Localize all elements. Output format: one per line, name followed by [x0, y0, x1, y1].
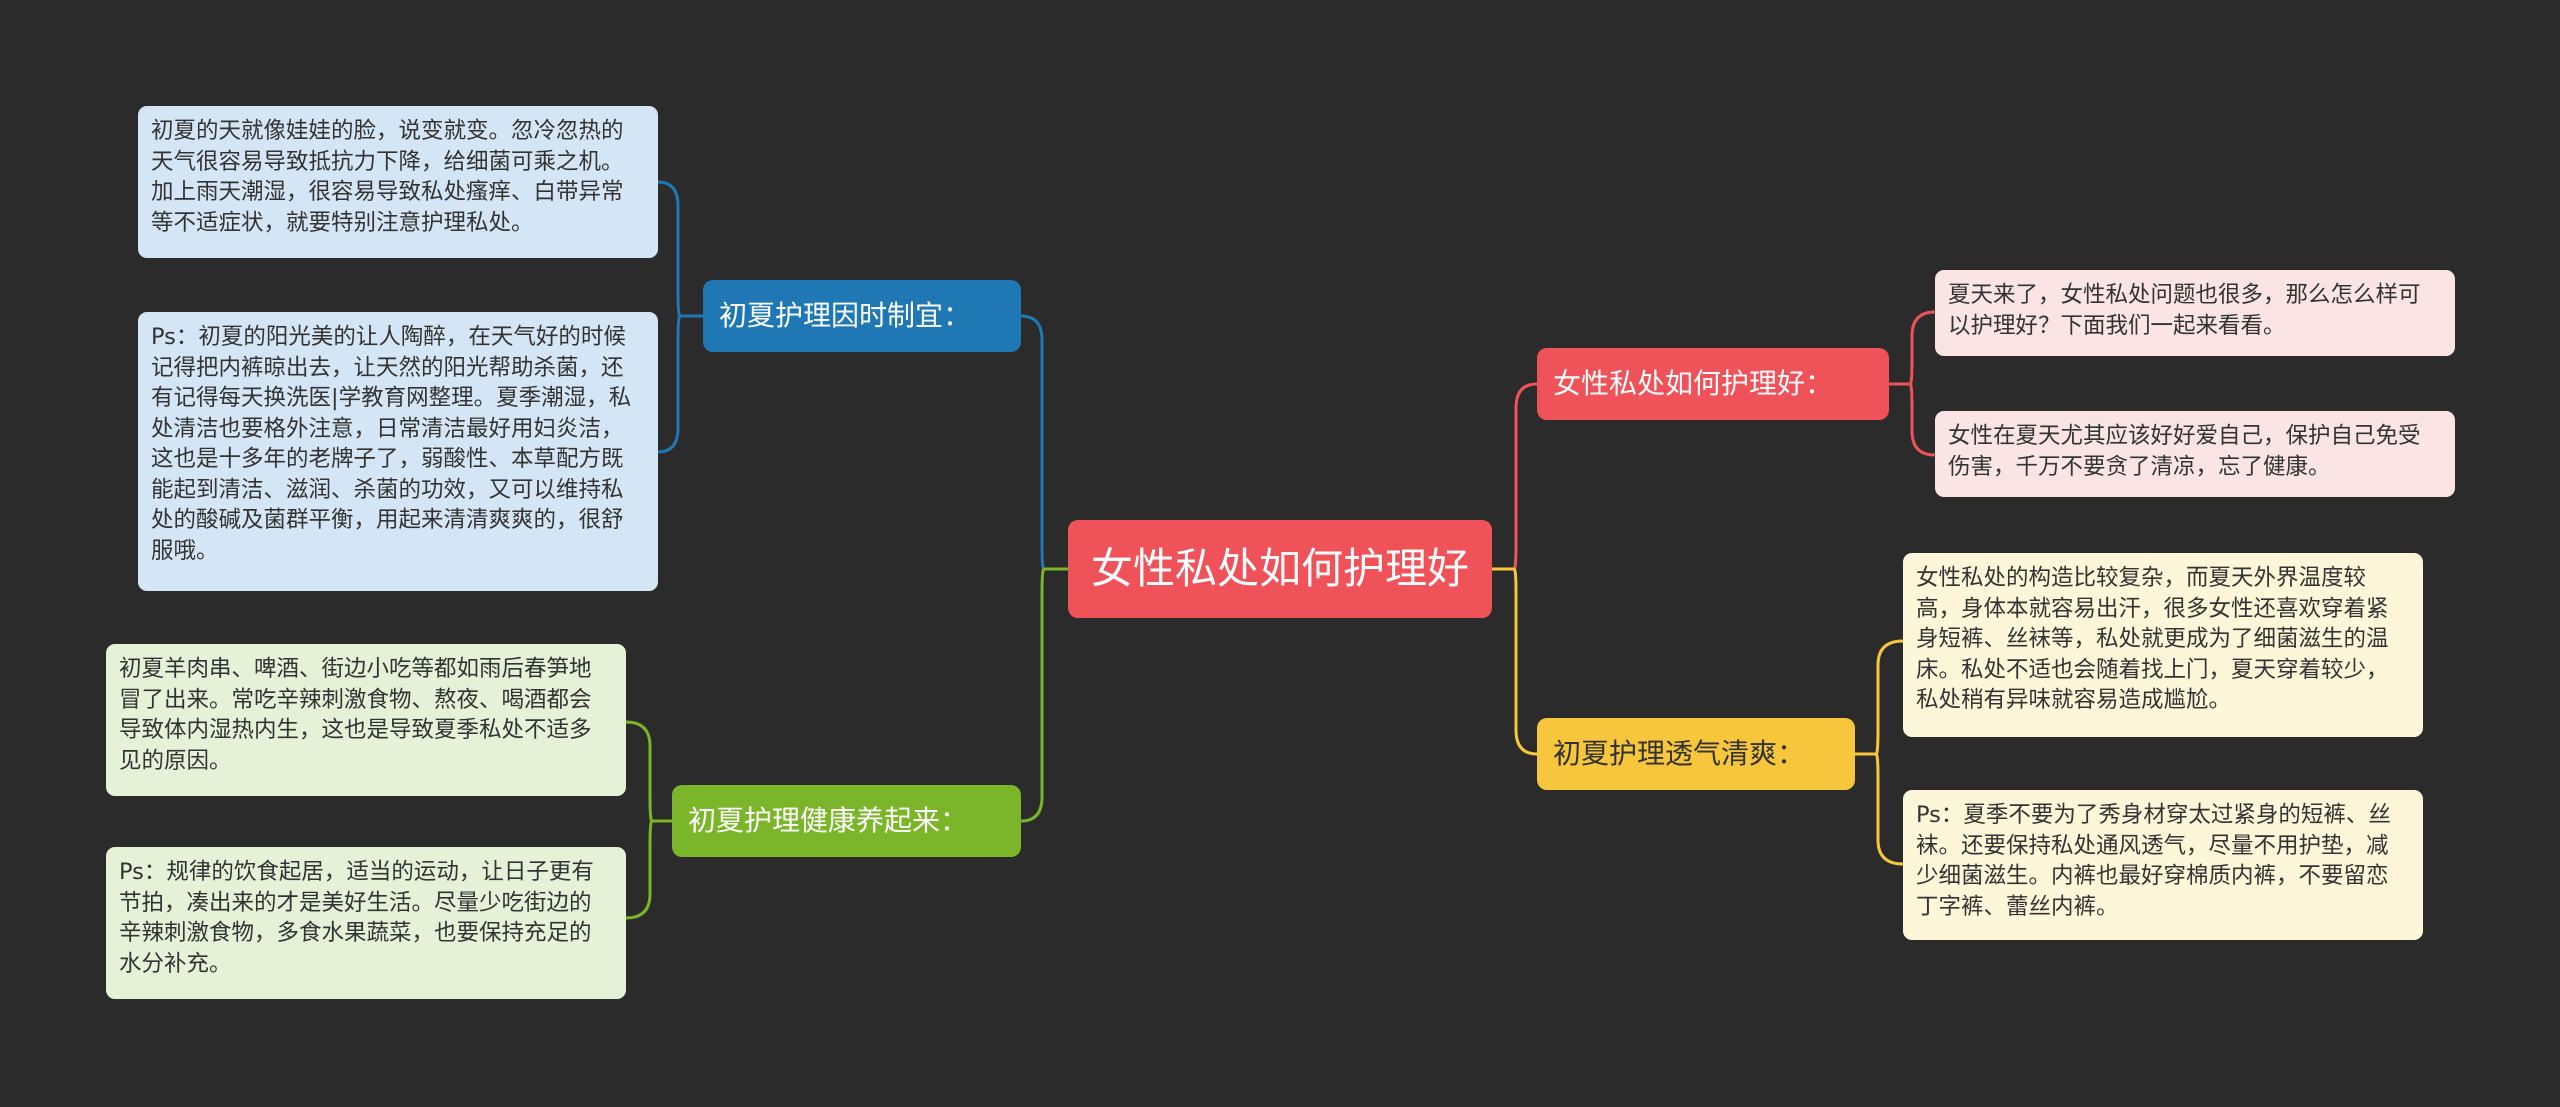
link-care-timing-leaf-1 [657, 180, 703, 318]
link-healthy-habits-leaf-2 [625, 819, 672, 920]
leaf-breathable-2[interactable]: Ps：夏季不要为了秀身材穿太过紧身的短裤、丝袜。还要保持私处通风透气，尽量不用护… [1903, 790, 2423, 940]
leaf-breathable-1[interactable]: 女性私处的构造比较复杂，而夏天外界温度较高，身体本就容易出汗，很多女性还喜欢穿着… [1903, 553, 2423, 737]
branch-breathable[interactable]: 初夏护理透气清爽： [1537, 718, 1855, 790]
leaf-care-timing-1[interactable]: 初夏的天就像娃娃的脸，说变就变。忽冷忽热的天气很容易导致抵抗力下降，给细菌可乘之… [138, 106, 658, 258]
link-breathable-leaf-1 [1855, 639, 1904, 756]
leaf-how-to-care-2[interactable]: 女性在夏天尤其应该好好爱自己，保护自己免受伤害，千万不要贪了清凉，忘了健康。 [1935, 411, 2455, 497]
leaf-care-timing-2[interactable]: Ps：初夏的阳光美的让人陶醉，在天气好的时候记得把内裤晾出去，让天然的阳光帮助杀… [138, 312, 658, 591]
leaf-healthy-habits-1[interactable]: 初夏羊肉串、啤酒、街边小吃等都如雨后春笋地冒了出来。常吃辛辣刺激食物、熬夜、喝酒… [106, 644, 626, 796]
link-healthy-habits-leaf-1 [625, 720, 672, 823]
branch-how-to-care[interactable]: 女性私处如何护理好： [1537, 348, 1889, 420]
branch-care-timing[interactable]: 初夏护理因时制宜： [703, 280, 1021, 352]
central-topic[interactable]: 女性私处如何护理好 [1068, 520, 1492, 618]
link-central-healthy-habits [1020, 567, 1068, 823]
leaf-how-to-care-1[interactable]: 夏天来了，女性私处问题也很多，那么怎么样可以护理好？下面我们一起来看看。 [1935, 270, 2455, 356]
link-how-to-care-leaf-2 [1889, 382, 1936, 457]
link-breathable-leaf-2 [1855, 752, 1904, 866]
link-central-care-timing [1020, 314, 1068, 571]
link-central-how-to-care [1492, 382, 1538, 571]
branch-healthy-habits[interactable]: 初夏护理健康养起来： [672, 785, 1021, 857]
link-how-to-care-leaf-1 [1889, 310, 1936, 386]
link-central-breathable [1492, 567, 1538, 756]
leaf-healthy-habits-2[interactable]: Ps：规律的饮食起居，适当的运动，让日子更有节拍，凑出来的才是美好生活。尽量少吃… [106, 847, 626, 999]
link-care-timing-leaf-2 [657, 314, 703, 454]
